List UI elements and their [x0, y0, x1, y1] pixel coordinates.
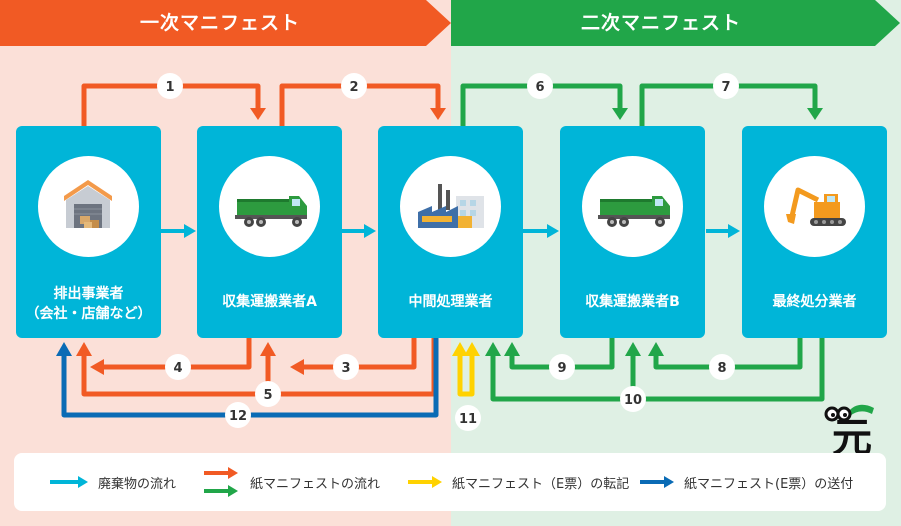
flow-line-4 [102, 338, 252, 370]
legend-swatches [50, 467, 674, 497]
step-badge-12: 12 [225, 402, 251, 428]
node-label: 収集運搬業者A [222, 294, 317, 310]
warehouse-icon [38, 156, 139, 257]
legend: 廃棄物の流れ 紙マニフェストの流れ 紙マニフェスト（E票）の転記 紙マニフェスト… [14, 453, 886, 511]
step-badge-8: 8 [709, 354, 735, 380]
step-badge-10: 10 [620, 386, 646, 412]
node-final-disposal: 最終処分業者 [742, 126, 887, 338]
step-number: 5 [263, 388, 272, 403]
legend-e-send: 紙マニフェスト(E票）の送付 [684, 477, 854, 492]
step-number: 4 [173, 361, 182, 376]
primary-manifest-title: 一次マニフェスト [139, 12, 300, 34]
step-badge-11: 11 [455, 405, 481, 431]
arrowheads [56, 108, 823, 375]
step-number: 11 [459, 412, 477, 427]
legend-waste-flow: 廃棄物の流れ [98, 477, 177, 492]
node-collector-a: 収集運搬業者A [197, 126, 342, 338]
step-number: 6 [535, 80, 544, 95]
factory-icon [400, 156, 501, 257]
step-number: 9 [557, 361, 566, 376]
step-badge-1: 1 [157, 73, 183, 99]
step-badge-7: 7 [713, 73, 739, 99]
excavator-icon [764, 156, 865, 257]
step-badge-6: 6 [527, 73, 553, 99]
step-number: 3 [341, 361, 350, 376]
step-badge-2: 2 [341, 73, 367, 99]
secondary-manifest-banner [451, 0, 900, 46]
step-badge-4: 4 [165, 354, 191, 380]
node-label: 排出事業者 [53, 286, 124, 302]
node-sublabel: （会社・店舗など） [25, 306, 152, 322]
truck-icon [582, 156, 683, 257]
waste-flow-arrows [161, 224, 740, 238]
step-number: 1 [165, 80, 174, 95]
node-label: 中間処理業者 [408, 294, 493, 310]
step-badge-5: 5 [255, 381, 281, 407]
node-collector-b: 収集運搬業者B [560, 126, 705, 338]
truck-icon [219, 156, 320, 257]
node-generator: 排出事業者 （会社・店舗など） [16, 126, 161, 338]
flow-line-11 [457, 354, 475, 397]
step-number: 10 [624, 393, 642, 408]
mascot-logo: 元 [820, 398, 882, 460]
step-number: 7 [721, 80, 730, 95]
legend-paper-flow: 紙マニフェストの流れ [250, 477, 381, 492]
step-badge-9: 9 [549, 354, 575, 380]
step-number: 8 [717, 361, 726, 376]
primary-manifest-banner [0, 0, 451, 46]
node-intermediate: 中間処理業者 [378, 126, 523, 338]
legend-e-transfer: 紙マニフェスト（E票）の転記 [452, 477, 630, 492]
node-label: 収集運搬業者B [585, 294, 680, 310]
step-badge-3: 3 [333, 354, 359, 380]
node-label: 最終処分業者 [772, 294, 857, 310]
secondary-manifest-title: 二次マニフェスト [580, 12, 741, 34]
step-number: 12 [229, 409, 247, 424]
flow-line-10 [490, 338, 825, 402]
step-number: 2 [349, 80, 358, 95]
mascot-text: 元 [832, 415, 872, 461]
